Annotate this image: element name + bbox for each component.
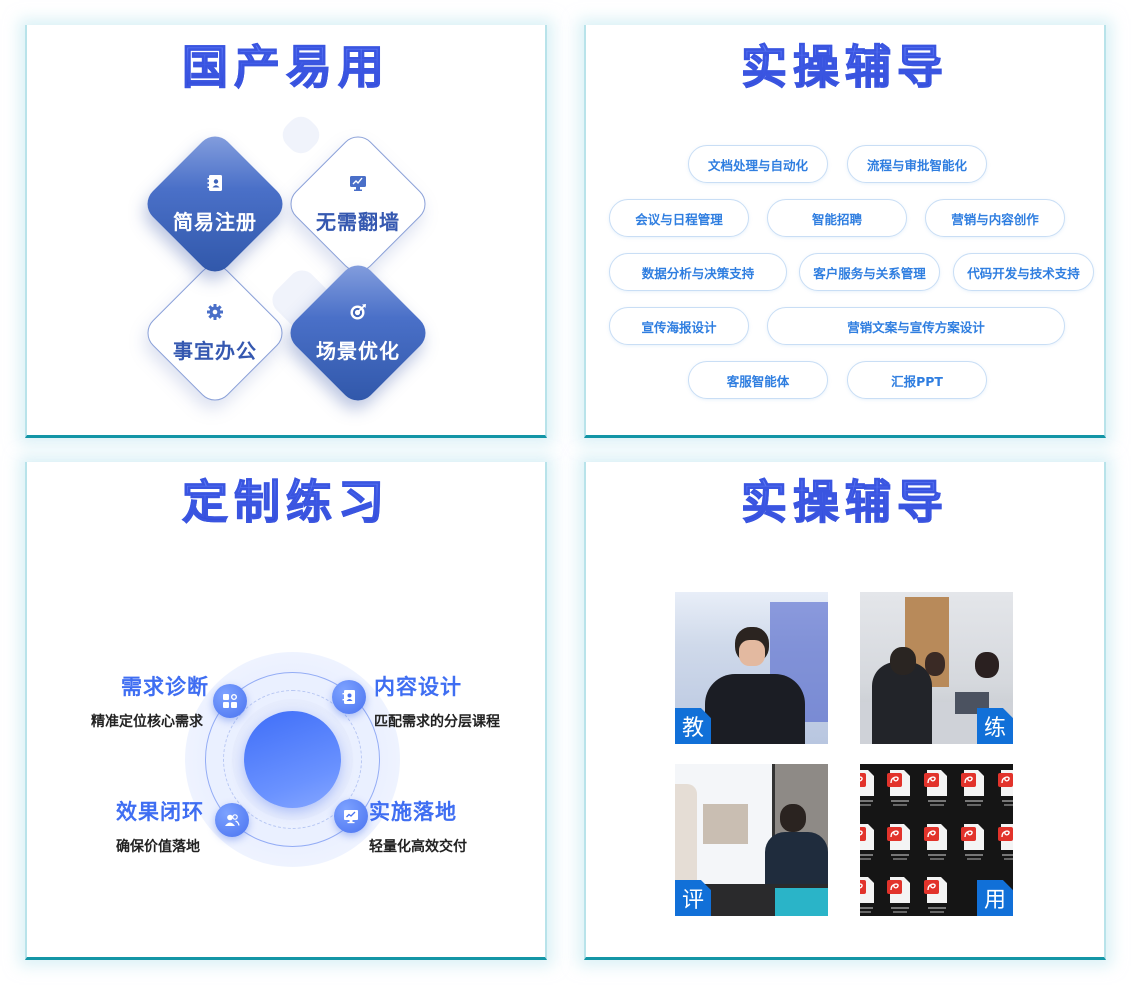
person-body xyxy=(705,674,805,744)
photo-tag-review: 评 xyxy=(675,880,711,916)
apps-icon xyxy=(223,694,237,708)
feature-convenient-office: 事宜办公 xyxy=(135,253,295,413)
panel-title: 实操辅导 xyxy=(586,31,1104,97)
cycle-dashed-ring xyxy=(223,690,362,829)
center-circle xyxy=(244,711,341,808)
gear-icon xyxy=(207,303,223,320)
tag-workflow-approval[interactable]: 流程与审批智能化 xyxy=(847,145,987,183)
step-title: 效果闭环 xyxy=(116,800,204,824)
step-node-design xyxy=(332,680,366,714)
panel-domestic-easy-use: 国产易用 无需翻墙 xyxy=(25,25,547,438)
step-node-closed-loop xyxy=(215,803,249,837)
panel-title: 实操辅导 xyxy=(586,466,1104,532)
feature-no-vpn: 无需翻墙 xyxy=(278,124,438,284)
photo-tag-apply: 用 xyxy=(977,880,1013,916)
panel-title: 国产易用 xyxy=(27,31,545,97)
photo-practice: 练 xyxy=(860,592,1013,744)
step-node-implementation xyxy=(334,799,368,833)
tag-report-ppt[interactable]: 汇报PPT xyxy=(847,361,987,399)
feature-easy-register: 简易注册 xyxy=(135,124,295,284)
feature-label: 简易注册 xyxy=(173,209,257,234)
cycle-ring xyxy=(205,672,380,847)
tag-service-agent[interactable]: 客服智能体 xyxy=(688,361,828,399)
photo-apply: 用 xyxy=(860,764,1013,916)
tag-customer-service-crm[interactable]: 客户服务与关系管理 xyxy=(799,253,940,291)
person-head xyxy=(975,652,999,678)
panel-practical-coaching-photos: 实操辅导 教 练 评 xyxy=(584,462,1106,960)
feature-scene-optimization: 场景优化 xyxy=(278,253,438,413)
step-node-diagnosis xyxy=(213,684,247,718)
photo-teaching: 教 xyxy=(675,592,828,744)
feature-label: 事宜办公 xyxy=(173,338,257,363)
screen-content xyxy=(703,804,748,844)
step-description: 精准定位核心需求 xyxy=(91,714,203,730)
monitor-chart-icon xyxy=(350,175,366,191)
contact-book-icon xyxy=(342,690,355,704)
person-head xyxy=(780,804,806,832)
banner xyxy=(775,888,828,916)
person-face xyxy=(739,640,765,666)
tag-meeting-schedule[interactable]: 会议与日程管理 xyxy=(609,199,749,237)
target-icon xyxy=(350,303,366,319)
tag-doc-automation[interactable]: 文档处理与自动化 xyxy=(688,145,828,183)
person-head xyxy=(925,652,945,676)
step-title: 实施落地 xyxy=(369,800,457,824)
tag-smart-recruiting[interactable]: 智能招聘 xyxy=(767,199,907,237)
photo-tag-practice: 练 xyxy=(977,708,1013,744)
photo-tag-teach: 教 xyxy=(675,708,711,744)
users-icon xyxy=(225,814,240,826)
tag-data-analysis[interactable]: 数据分析与决策支持 xyxy=(609,253,787,291)
tag-code-dev[interactable]: 代码开发与技术支持 xyxy=(953,253,1094,291)
step-title: 需求诊断 xyxy=(121,675,209,699)
step-description: 轻量化高效交付 xyxy=(369,839,467,855)
person-head xyxy=(890,647,916,675)
panel-custom-practice: 定制练习 xyxy=(25,462,547,960)
step-description: 确保价值落地 xyxy=(116,839,200,855)
feature-label: 无需翻墙 xyxy=(316,209,400,234)
step-description: 匹配需求的分层课程 xyxy=(374,714,500,730)
photo-review: 评 xyxy=(675,764,828,916)
panel-title: 定制练习 xyxy=(27,466,545,532)
person-body xyxy=(765,832,828,892)
tag-marketing-content[interactable]: 营销与内容创作 xyxy=(925,199,1065,237)
person-foreground xyxy=(675,784,697,884)
contact-book-icon xyxy=(207,174,222,191)
tag-poster-design[interactable]: 宣传海报设计 xyxy=(609,307,749,345)
tag-marketing-copy[interactable]: 营销文案与宣传方案设计 xyxy=(767,307,1065,345)
panel-practical-coaching-tags: 实操辅导 文档处理与自动化 流程与审批智能化 会议与日程管理 智能招聘 营销与内… xyxy=(584,25,1106,438)
person-body xyxy=(872,662,932,744)
monitor-chart-icon xyxy=(344,810,358,824)
feature-label: 场景优化 xyxy=(316,338,400,363)
step-title: 内容设计 xyxy=(374,675,462,699)
